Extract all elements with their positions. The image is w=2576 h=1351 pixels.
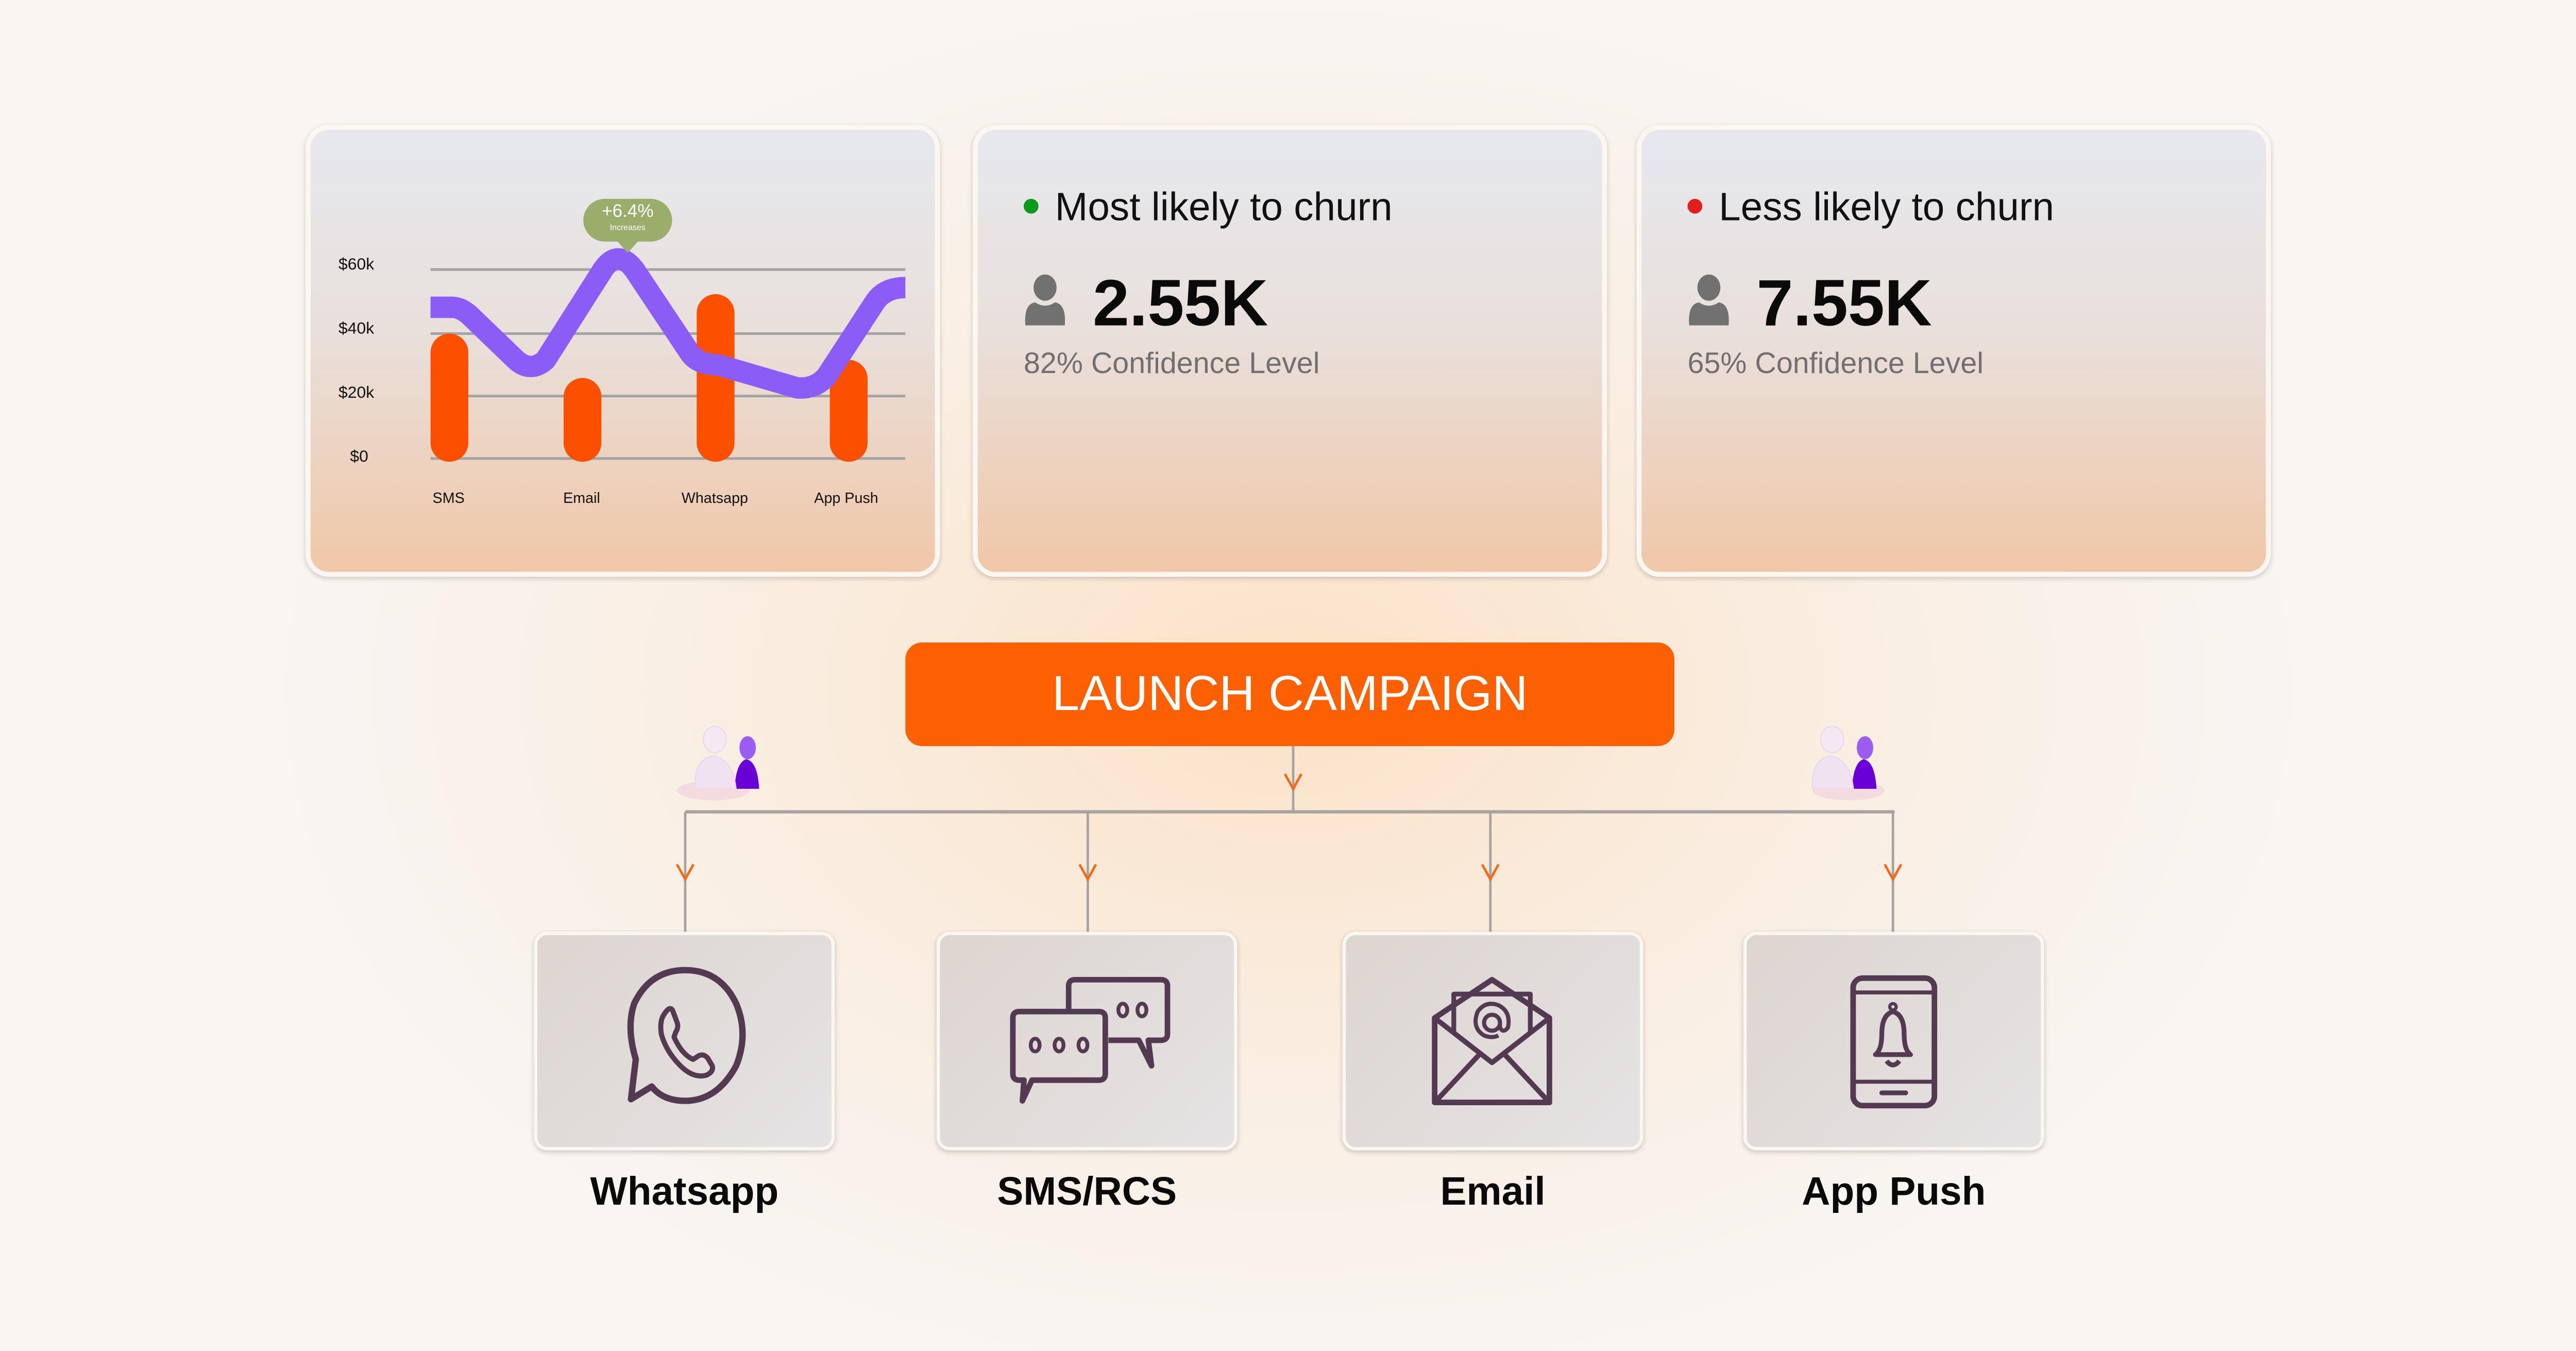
chat-bubbles-icon bbox=[1010, 976, 1171, 1104]
audience-icon-left bbox=[677, 725, 759, 801]
stat-title: Most likely to churn bbox=[1023, 185, 1393, 231]
y-tick: $40k bbox=[338, 320, 375, 339]
confidence-level: 65% Confidence Level bbox=[1687, 346, 1984, 380]
bar-line-chart bbox=[430, 198, 906, 462]
trend-line bbox=[430, 248, 906, 399]
stat-value: 7.55K bbox=[1756, 267, 1932, 341]
mobile-bell-icon bbox=[1850, 975, 1938, 1109]
bar-whatsapp bbox=[697, 294, 735, 462]
chart-card: +6.4% Increases $60k $40k $20k $0 SMS Em… bbox=[306, 125, 940, 577]
arrow-down-icon bbox=[1078, 864, 1097, 882]
stat-card-most-likely: Most likely to churn 2.55K 82% Confidenc… bbox=[973, 125, 1607, 577]
tooltip-caption: Increases bbox=[609, 223, 646, 233]
bar-sms bbox=[430, 333, 468, 462]
y-tick: $0 bbox=[350, 448, 368, 467]
channel-label: Whatsapp bbox=[590, 1170, 779, 1214]
user-icon bbox=[1025, 274, 1065, 326]
channel-email[interactable] bbox=[1342, 932, 1643, 1151]
channel-label: Email bbox=[1440, 1170, 1546, 1214]
channel-whatsapp[interactable] bbox=[534, 932, 835, 1151]
channel-label: SMS/RCS bbox=[997, 1170, 1177, 1214]
user-icon bbox=[1689, 274, 1729, 326]
x-label: Whatsapp bbox=[681, 489, 749, 506]
launch-campaign-button[interactable]: LAUNCH CAMPAIGN bbox=[905, 643, 1674, 746]
arrow-down-icon bbox=[1284, 773, 1303, 791]
y-tick: $60k bbox=[338, 256, 375, 275]
email-open-icon bbox=[1432, 976, 1552, 1105]
audience-icon-right bbox=[1811, 725, 1885, 801]
channel-sms-rcs[interactable] bbox=[936, 932, 1238, 1151]
x-label: SMS bbox=[432, 489, 465, 506]
tooltip-badge bbox=[583, 198, 672, 254]
whatsapp-icon bbox=[627, 967, 746, 1104]
tooltip-value: +6.4% bbox=[602, 202, 654, 222]
arrow-down-icon bbox=[1884, 864, 1903, 882]
arrow-down-icon bbox=[675, 864, 695, 882]
confidence-level: 82% Confidence Level bbox=[1023, 346, 1320, 380]
channel-label: App Push bbox=[1802, 1170, 1986, 1214]
stat-value: 2.55K bbox=[1092, 267, 1268, 341]
status-dot-green bbox=[1023, 199, 1039, 214]
x-label: App Push bbox=[814, 489, 878, 506]
arrow-down-icon bbox=[1481, 864, 1500, 882]
bar-email bbox=[563, 378, 602, 462]
status-dot-red bbox=[1687, 199, 1703, 214]
stat-title: Less likely to churn bbox=[1687, 185, 2054, 231]
x-label: Email bbox=[563, 489, 600, 506]
stat-card-less-likely: Less likely to churn 7.55K 65% Confidenc… bbox=[1636, 125, 2271, 577]
y-tick: $20k bbox=[338, 384, 375, 403]
bar-app-push bbox=[829, 360, 868, 462]
channel-app-push[interactable] bbox=[1743, 932, 2044, 1151]
